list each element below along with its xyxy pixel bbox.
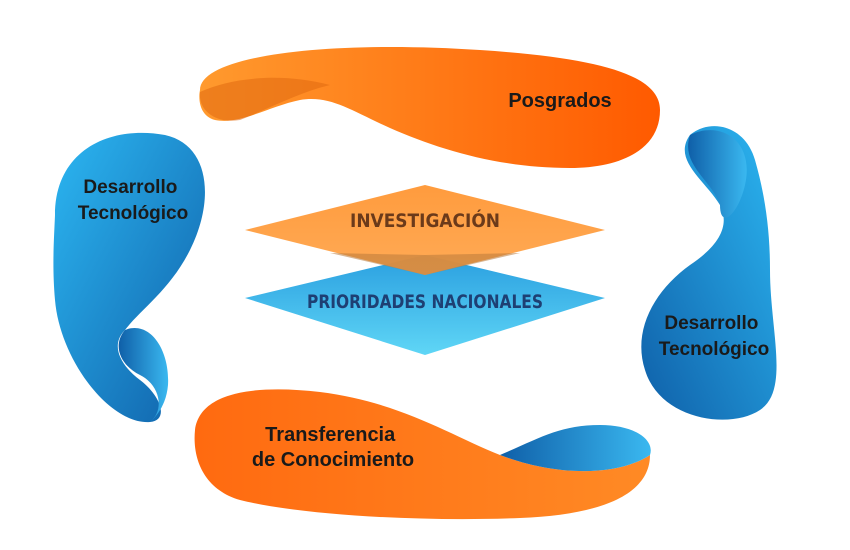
right-blob-line1: Desarrollo: [664, 313, 758, 334]
right-blob-shape: [641, 126, 777, 420]
diamond-investigacion-label: INVESTIGACIÓN: [350, 208, 500, 232]
diamond-investigacion: [245, 185, 605, 275]
left-blob-shape: [53, 132, 205, 423]
left-blob-curl: [118, 328, 169, 422]
diamond-prioridades-nacionales: [245, 255, 605, 355]
bottom-blob-line1: Transferencia: [265, 424, 396, 446]
right-blob-desarrollo: Desarrollo Tecnológico: [641, 126, 777, 420]
center-diamonds: INVESTIGACIÓN PRIORIDADES NACIONALES: [245, 185, 605, 355]
bottom-blob-line2: de Conocimiento: [252, 449, 414, 471]
left-blob-line2: Tecnológico: [78, 203, 188, 224]
diamond-overlap: [330, 253, 520, 275]
right-blob-curl: [688, 130, 747, 218]
top-blob-shape: [199, 46, 660, 168]
top-blob-fold: [199, 77, 330, 121]
right-blob-line2: Tecnológico: [659, 339, 769, 360]
top-blob-label: Posgrados: [508, 90, 611, 112]
left-blob-desarrollo: Desarrollo Tecnológico: [53, 132, 205, 423]
bottom-blob-label: Transferencia de Conocimiento: [252, 424, 414, 471]
bottom-blob-curl: [500, 425, 651, 472]
left-blob-line1: Desarrollo: [83, 177, 177, 198]
bottom-blob-transferencia: Transferencia de Conocimiento: [194, 389, 651, 520]
bottom-blob-shape: [194, 389, 650, 520]
left-blob-label: Desarrollo Tecnológico: [78, 177, 188, 224]
right-blob-label: Desarrollo Tecnológico: [659, 313, 769, 360]
top-blob-posgrados: Posgrados: [199, 46, 660, 168]
diamond-prioridades-label: PRIORIDADES NACIONALES: [307, 291, 543, 313]
